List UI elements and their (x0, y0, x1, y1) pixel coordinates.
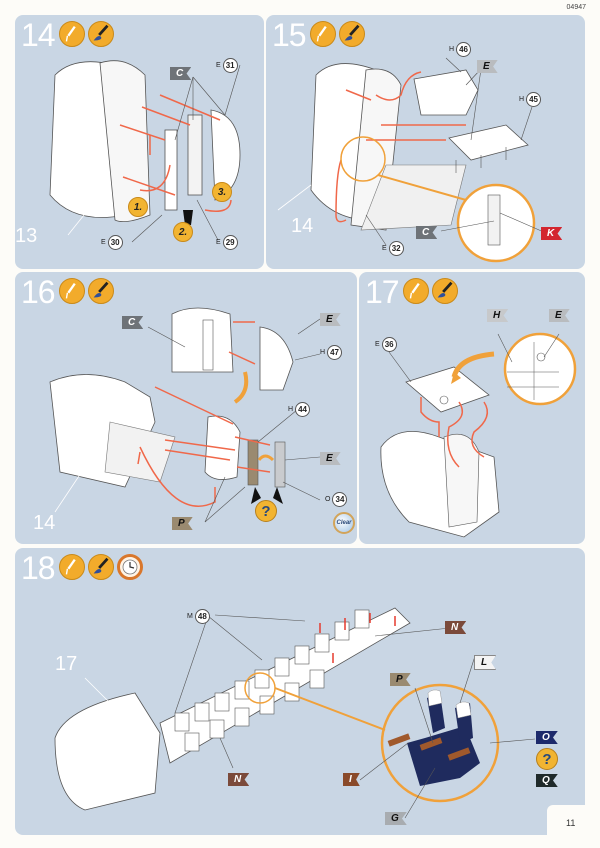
part-prefix: O (325, 496, 331, 503)
color-flag-h: H (487, 309, 509, 322)
glue-icon (403, 278, 429, 304)
page-number: 11 (566, 818, 576, 828)
part-number: 48 (194, 609, 210, 624)
color-flag-c: C (416, 226, 438, 239)
color-flag-n: N (445, 621, 467, 634)
color-flag-p: P (390, 673, 411, 686)
color-flag-e: E (477, 60, 498, 73)
color-flag-c: C (170, 67, 192, 80)
clear-paint-icon: Clear (333, 512, 355, 534)
paint-brush-icon (88, 21, 114, 47)
glue-icon (59, 21, 85, 47)
clock-icon (117, 554, 143, 580)
paint-brush-icon (88, 554, 114, 580)
part-prefix: H (320, 349, 326, 356)
part-number: 44 (295, 402, 311, 417)
part-number: 30 (107, 235, 123, 250)
part-number: 31 (222, 58, 238, 73)
step-number: 15 (272, 17, 307, 53)
substep-3-badge: 3. (212, 182, 232, 202)
color-flag-e: E (549, 309, 570, 322)
step-number: 18 (21, 550, 56, 586)
part-number: 29 (222, 235, 238, 250)
color-flag-c: C (122, 316, 144, 329)
glue-icon (59, 554, 85, 580)
glue-icon (310, 21, 336, 47)
step-15-illustration (277, 57, 547, 263)
step-number: 17 (365, 274, 400, 310)
part-prefix: H (519, 96, 525, 103)
part-prefix: E (216, 239, 221, 246)
color-flag-g: G (385, 812, 407, 825)
step-18-illustration (54, 607, 536, 819)
part-number: 32 (388, 241, 404, 256)
reference-step-label: 17 (55, 653, 78, 675)
part-prefix: E (101, 239, 106, 246)
page-number-notch (547, 805, 587, 837)
part-number: 34 (332, 492, 348, 507)
color-flag-o: O (536, 731, 558, 744)
part-prefix: M (187, 613, 193, 620)
color-flag-e: E (320, 452, 341, 465)
document-code: 04947 (566, 4, 586, 11)
part-prefix: E (382, 245, 387, 252)
step-14-illustration (49, 60, 241, 243)
color-flag-e: E (320, 313, 341, 326)
question-mark-icon: ? (536, 748, 558, 770)
part-prefix: E (216, 62, 221, 69)
color-flag-q: Q (536, 774, 558, 787)
step-number: 14 (21, 17, 56, 53)
color-flag-p: P (172, 517, 193, 530)
step-number: 16 (21, 274, 56, 310)
color-flag-i: I (343, 773, 360, 786)
paint-brush-icon (432, 278, 458, 304)
step-18-panel: 18 (15, 548, 585, 835)
paint-brush-icon (339, 21, 365, 47)
glue-icon (59, 278, 85, 304)
part-prefix: H (288, 406, 294, 413)
step-16-illustration (49, 307, 321, 523)
part-number: 36 (381, 337, 397, 352)
reference-step-label: 14 (33, 512, 56, 534)
color-flag-k: K (541, 227, 563, 240)
part-prefix: E (375, 341, 380, 348)
step-16-panel: 16 (15, 272, 357, 544)
part-number: 46 (456, 42, 472, 57)
reference-step-label: 14 (291, 215, 314, 237)
paint-brush-icon (88, 278, 114, 304)
part-number: 47 (327, 345, 343, 360)
reference-step-label: 13 (15, 225, 38, 247)
substep-1-badge: 1. (128, 197, 148, 217)
substep-2-badge: 2. (173, 222, 193, 242)
color-flag-n: N (228, 773, 250, 786)
question-mark-icon: ? (255, 500, 277, 522)
part-prefix: H (449, 46, 455, 53)
part-number: 45 (526, 92, 542, 107)
step-17-illustration (380, 332, 577, 538)
